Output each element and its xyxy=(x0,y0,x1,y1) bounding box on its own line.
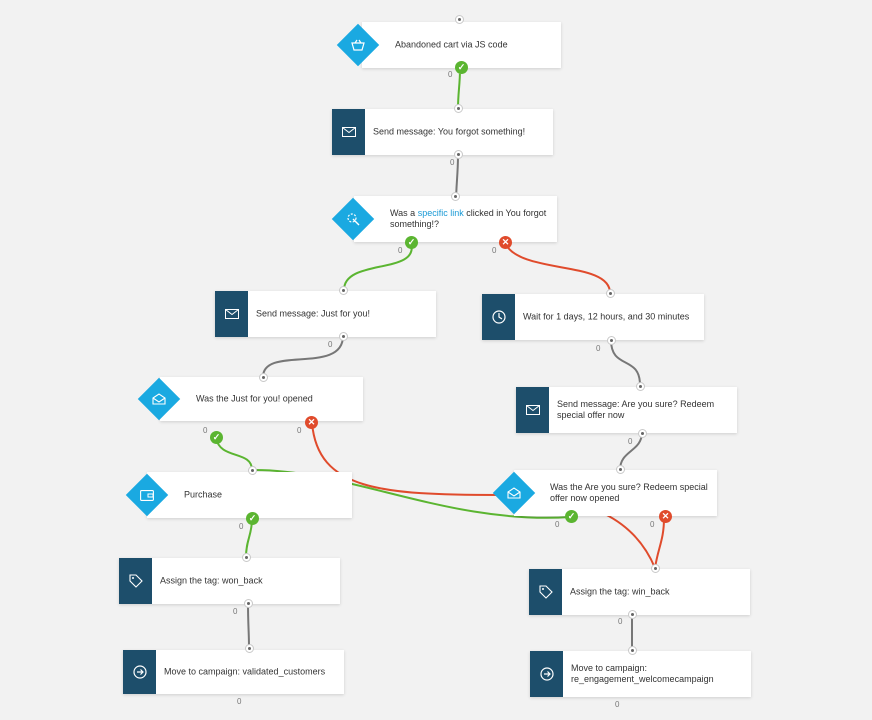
yes-check-icon: ✓ xyxy=(455,61,468,74)
node-label: Was a specific link clicked in You forgo… xyxy=(390,208,547,229)
msg3-counter: 0 xyxy=(628,437,633,446)
node-label: Was the Just for you! opened xyxy=(196,393,313,404)
link-wait-msg3 xyxy=(610,339,641,386)
tag-icon xyxy=(529,569,562,615)
link-cond1-no-wait xyxy=(504,242,611,294)
move2-in-port[interactable] xyxy=(628,646,637,655)
link-cond1-yes-msg2 xyxy=(343,242,413,291)
node-label: Move to campaign: validated_customers xyxy=(164,666,326,677)
node-tag-won-back[interactable]: Assign the tag: won_back xyxy=(119,558,340,604)
wait-in-port[interactable] xyxy=(606,289,615,298)
start-in-port[interactable] xyxy=(455,15,464,24)
node-move-validated[interactable]: Move to campaign: validated_customers xyxy=(123,650,344,694)
msg3-out-port[interactable] xyxy=(638,429,647,438)
cond2-yes-counter: 0 xyxy=(203,426,208,435)
msg2-counter: 0 xyxy=(328,340,333,349)
envelope-icon xyxy=(516,387,549,433)
specific-link[interactable]: specific link xyxy=(417,208,464,218)
wallet-icon xyxy=(125,473,169,517)
start-counter: 0 xyxy=(448,70,453,79)
node-label: Assign the tag: won_back xyxy=(160,575,263,586)
node-send-you-forgot[interactable]: Send message: You forgot something! xyxy=(332,109,553,155)
link-msg2-cond2 xyxy=(262,335,344,378)
link-cond2-yes-purchase xyxy=(215,437,253,471)
node-move-re-engagement[interactable]: Move to campaign: re_engagement_welcomec… xyxy=(530,651,751,697)
node-label: Abandoned cart via JS code xyxy=(395,39,508,50)
node-label: Purchase xyxy=(184,489,223,500)
wait-counter: 0 xyxy=(596,344,601,353)
envelope-icon xyxy=(215,291,248,337)
arrow-circle-icon xyxy=(123,650,156,694)
cond2-in-port[interactable] xyxy=(259,373,268,382)
tag1-out-port[interactable] xyxy=(244,599,253,608)
wait-out-port[interactable] xyxy=(607,336,616,345)
cond3-in-port[interactable] xyxy=(616,465,625,474)
tag2-out-port[interactable] xyxy=(628,610,637,619)
msg1-counter: 0 xyxy=(450,158,455,167)
purchase-in-port[interactable] xyxy=(248,466,257,475)
open-envelope-icon xyxy=(137,377,181,421)
cond1-yes-counter: 0 xyxy=(398,246,403,255)
node-tag-win-back[interactable]: Assign the tag: win_back xyxy=(529,569,750,615)
msg3-in-port[interactable] xyxy=(636,382,645,391)
move1-in-port[interactable] xyxy=(245,644,254,653)
basket-icon xyxy=(336,23,380,67)
link-cond3-no-tag2 xyxy=(654,517,665,569)
node-label: Move to campaign: re_engagement_welcomec… xyxy=(571,663,714,684)
cond2-no-counter: 0 xyxy=(297,426,302,435)
tag2-in-port[interactable] xyxy=(651,564,660,573)
open-envelope-icon xyxy=(492,471,536,515)
node-condition-specific-link[interactable]: Was a specific link clicked in You forgo… xyxy=(354,196,557,242)
msg2-in-port[interactable] xyxy=(339,286,348,295)
yes-check-icon: ✓ xyxy=(565,510,578,523)
node-condition-are-you-sure-opened[interactable]: Was the Are you sure? Redeem special off… xyxy=(514,470,717,516)
tag-icon xyxy=(119,558,152,604)
tag1-counter: 0 xyxy=(233,607,238,616)
node-label: Assign the tag: win_back xyxy=(570,586,670,597)
node-label: Was the Are you sure? Redeem special off… xyxy=(550,482,708,503)
link-start-msg1 xyxy=(457,68,461,110)
clock-icon xyxy=(482,294,515,340)
node-purchase[interactable]: Purchase xyxy=(147,472,352,518)
move2-counter: 0 xyxy=(615,700,620,709)
envelope-icon xyxy=(332,109,365,155)
node-label: Send message: Just for you! xyxy=(256,308,371,319)
no-cross-icon: ✕ xyxy=(659,510,672,523)
tag2-counter: 0 xyxy=(618,617,623,626)
msg2-out-port[interactable] xyxy=(339,332,348,341)
tag1-in-port[interactable] xyxy=(242,553,251,562)
cond1-no-counter: 0 xyxy=(492,246,497,255)
msg1-out-port[interactable] xyxy=(454,150,463,159)
cond3-no-counter: 0 xyxy=(650,520,655,529)
arrow-circle-icon xyxy=(530,651,563,697)
node-abandoned-cart[interactable]: Abandoned cart via JS code xyxy=(362,22,561,68)
link-tag1-move1 xyxy=(247,602,250,649)
node-label: Wait for 1 days, 12 hours, and 30 minute… xyxy=(523,311,690,322)
node-label: Send message: You forgot something! xyxy=(373,126,526,137)
node-send-are-you-sure[interactable]: Send message: Are you sure? Redeem speci… xyxy=(516,387,737,433)
cursor-click-icon xyxy=(331,197,375,241)
node-condition-just-for-you-opened[interactable]: Was the Just for you! opened xyxy=(160,377,363,421)
yes-check-icon: ✓ xyxy=(246,512,259,525)
move1-counter: 0 xyxy=(237,697,242,706)
yes-check-icon: ✓ xyxy=(210,431,223,444)
msg1-in-port[interactable] xyxy=(454,104,463,113)
cond1-in-port[interactable] xyxy=(451,192,460,201)
node-label: Send message: Are you sure? Redeem speci… xyxy=(557,399,715,420)
yes-check-icon: ✓ xyxy=(405,236,418,249)
no-cross-icon: ✕ xyxy=(499,236,512,249)
node-wait[interactable]: Wait for 1 days, 12 hours, and 30 minute… xyxy=(482,294,704,340)
purchase-counter: 0 xyxy=(239,522,244,531)
no-cross-icon: ✕ xyxy=(305,416,318,429)
cond3-yes-counter: 0 xyxy=(555,520,560,529)
node-send-just-for-you[interactable]: Send message: Just for you! xyxy=(215,291,436,337)
